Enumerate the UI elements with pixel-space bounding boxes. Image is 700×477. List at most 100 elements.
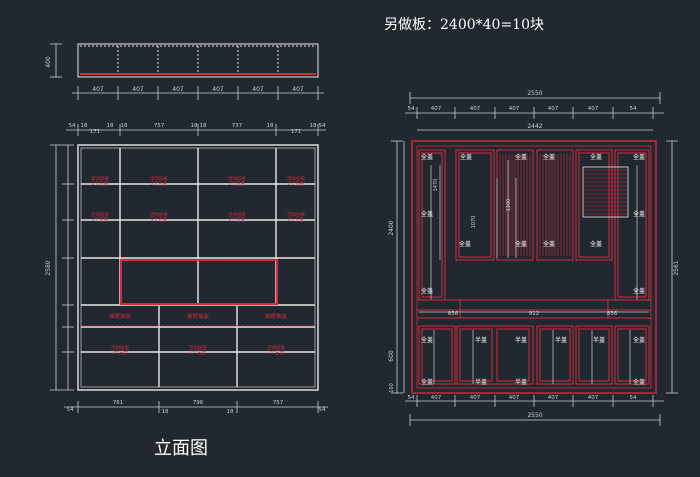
tv-niche <box>120 259 278 305</box>
door-cover-labels: 全盖全盖全盖全盖全盖全盖全盖全盖全盖全盖全盖全盖全盖全盖全盖全盖全盖全盖半盖半盖… <box>421 153 645 386</box>
right-bottom-dim-label: 54 <box>630 395 637 401</box>
shelf-label: 活动层板 <box>150 175 168 182</box>
front-top-dim-label: 18 <box>310 123 317 129</box>
right-bottom-dim-labels: 54 407 407 407 407 407 54 <box>408 395 637 401</box>
hardware-label: 2个五金 <box>92 216 109 223</box>
top-view-dim-line <box>50 43 324 100</box>
right-right-height: 2561 <box>673 260 680 275</box>
right-top-dim-label: 54 <box>630 106 637 112</box>
full-cover-label: 全盖 <box>633 210 645 218</box>
top-view-outline <box>77 43 319 78</box>
mid-dim-label: 856 <box>607 311 618 317</box>
half-cover-label: 半盖 <box>475 336 487 344</box>
half-cover-label: 半盖 <box>593 336 605 344</box>
right-inner-width: 2442 <box>527 123 542 130</box>
front-top-dim-label: 171 <box>90 129 101 135</box>
full-cover-label: 全盖 <box>421 210 433 218</box>
front-top-dim-label: 18 <box>191 123 198 129</box>
right-top-dim-label: 54 <box>408 106 415 112</box>
full-cover-label: 全盖 <box>460 153 472 161</box>
full-cover-label: 全盖 <box>543 153 555 161</box>
door-height-label: 1100 <box>506 199 512 212</box>
shelf-label: 活动层板 <box>91 211 109 218</box>
front-top-dim-label: 18 <box>267 123 274 129</box>
right-top-dim-label: 407 <box>470 106 481 112</box>
full-cover-label: 全盖 <box>515 240 527 248</box>
top-dim-label: 407 <box>132 86 144 93</box>
half-cover-label: 半盖 <box>515 336 527 344</box>
top-view-dividers <box>117 46 279 74</box>
gray-guide-lines <box>430 160 638 300</box>
full-cover-label: 全盖 <box>543 240 555 248</box>
front-bottom-dim-label: 761 <box>113 400 124 406</box>
right-bottom-dim-label: 407 <box>470 395 481 401</box>
front-top-dim-label: 54 <box>69 123 76 129</box>
shelf-label: 活动层板 <box>287 211 305 218</box>
right-overall-top: 2550 <box>527 90 542 97</box>
drawer-label: 抽屉抽盒 <box>187 312 210 320</box>
top-view-height: 400 <box>45 56 52 68</box>
hardware-label: 2个五金 <box>151 216 168 223</box>
front-side-dim-line <box>50 144 74 391</box>
right-lower-height: 600 <box>388 350 395 362</box>
glass-panel <box>582 166 629 218</box>
front-top-dim-label: 18 <box>200 123 207 129</box>
front-red-labels: 活动层板2个五金活动层板2个五金活动层板2个五金活动层板2个五金活动层板2个五金… <box>91 175 305 356</box>
full-cover-label: 全盖 <box>633 336 645 344</box>
door-elevation: 2550 2442 54 407 407 407 407 407 54 <box>388 90 680 426</box>
top-dim-label: 407 <box>172 86 184 93</box>
front-top-dim-line <box>66 124 326 136</box>
front-top-dim-label: 54 <box>319 123 326 129</box>
mid-dim-label: 856 <box>448 311 459 317</box>
right-bottom-dim-label: 54 <box>408 395 415 401</box>
right-bottom-dim-label: 407 <box>588 395 599 401</box>
shelf-label: 活动层板 <box>267 344 285 351</box>
middle-dim-labels: 856 912 856 <box>448 311 618 317</box>
right-top-dim-label: 407 <box>588 106 599 112</box>
right-bottom-dim-label: 407 <box>509 395 520 401</box>
right-bottom-dim-label: 407 <box>548 395 559 401</box>
full-cover-label: 全盖 <box>421 287 433 295</box>
hardware-label: 2个五金 <box>190 349 207 356</box>
front-bottom-dim-label: 18 <box>227 409 234 415</box>
right-top-dim-lines <box>405 92 664 131</box>
hardware-label: 2个五金 <box>229 180 246 187</box>
right-outer-frame <box>411 140 657 394</box>
full-cover-label: 全盖 <box>515 153 527 161</box>
right-bottom-dim-lines <box>405 395 664 426</box>
right-bottom-dim-label: 407 <box>431 395 442 401</box>
door-height-label: 1070 <box>471 216 477 229</box>
right-side-dim-lines <box>391 140 678 394</box>
drawer-label: 抽屉抽盒 <box>109 312 132 320</box>
front-bottom-dim-label: 757 <box>273 400 284 406</box>
right-base-height: 100 <box>389 383 395 393</box>
top-dim-label: 407 <box>292 86 304 93</box>
front-outer-frame <box>77 144 319 391</box>
lower-doors <box>418 325 650 385</box>
top-dim-label: 407 <box>212 86 224 93</box>
front-bottom-dim-label: 796 <box>193 400 204 406</box>
front-height: 2580 <box>45 260 52 275</box>
shelf-label: 活动层板 <box>150 211 168 218</box>
full-cover-label: 全盖 <box>421 378 433 386</box>
full-cover-label: 全盖 <box>633 153 645 161</box>
front-top-dim-label: 757 <box>154 123 165 129</box>
half-cover-label: 半盖 <box>515 378 527 386</box>
middle-band <box>417 299 651 319</box>
front-bottom-dim-line <box>64 401 328 413</box>
drawer-label: 抽屉抽盒 <box>265 312 288 320</box>
top-dim-label: 407 <box>252 86 264 93</box>
hardware-label: 2个五金 <box>268 349 285 356</box>
mid-dim-label: 912 <box>529 311 540 317</box>
hardware-label: 2个五金 <box>288 216 305 223</box>
drawing-caption: 立面图 <box>154 438 208 459</box>
right-left-height: 2400 <box>388 220 395 235</box>
full-cover-label: 全盖 <box>421 153 433 161</box>
